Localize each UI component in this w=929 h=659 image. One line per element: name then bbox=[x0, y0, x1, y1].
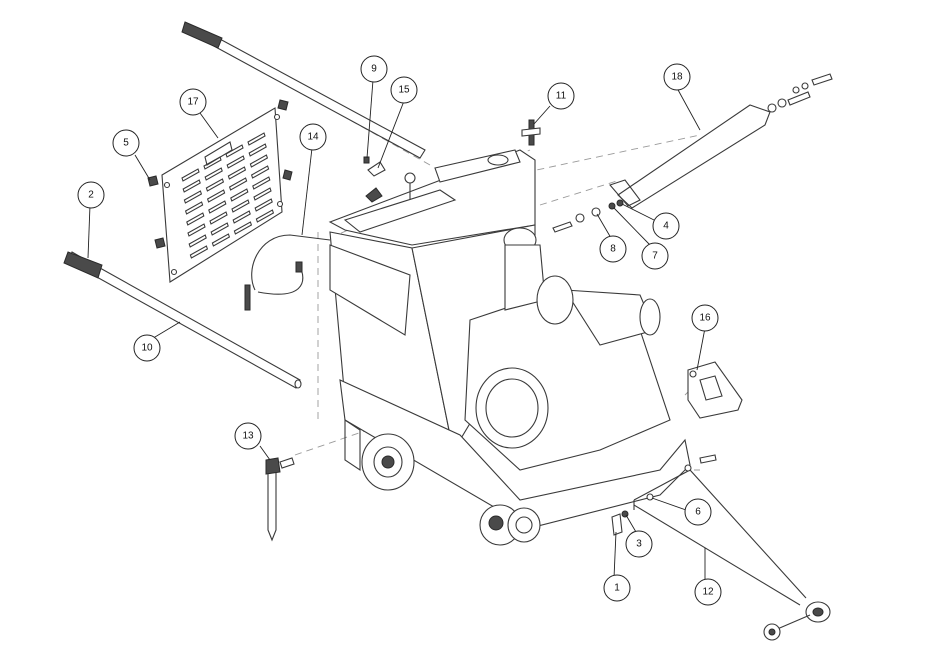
svg-text:1: 1 bbox=[614, 583, 620, 594]
callout-10: 10 bbox=[133, 334, 161, 362]
louver-slot bbox=[210, 222, 229, 236]
callout-leaders bbox=[87, 79, 706, 582]
louver-slot bbox=[232, 210, 251, 224]
callout-13: 13 bbox=[234, 422, 262, 450]
louver-slot bbox=[183, 190, 203, 204]
svg-text:7: 7 bbox=[652, 251, 658, 262]
svg-text:14: 14 bbox=[307, 132, 319, 143]
svg-text:3: 3 bbox=[636, 539, 642, 550]
base-hardware bbox=[611, 454, 717, 536]
depth-indicator-rod bbox=[265, 457, 295, 542]
callout-4: 4 bbox=[652, 212, 680, 240]
arm-fasteners bbox=[552, 73, 833, 233]
pointer-guide-arm bbox=[633, 469, 831, 641]
handle-bar-upper bbox=[181, 21, 426, 159]
svg-text:9: 9 bbox=[371, 64, 377, 75]
svg-text:8: 8 bbox=[610, 244, 616, 255]
callout-11: 11 bbox=[547, 82, 575, 110]
louver-slot bbox=[208, 200, 227, 214]
svg-text:5: 5 bbox=[123, 138, 129, 149]
louver-slot bbox=[252, 176, 271, 190]
callout-7: 7 bbox=[641, 242, 669, 270]
louver-slot bbox=[211, 233, 231, 247]
callout-6: 6 bbox=[684, 498, 712, 526]
louver-slot bbox=[188, 234, 207, 248]
handle-bar-lower bbox=[63, 251, 302, 389]
svg-text:17: 17 bbox=[187, 97, 199, 108]
callout-15: 15 bbox=[390, 76, 418, 104]
svg-text:4: 4 bbox=[663, 221, 669, 232]
svg-text:10: 10 bbox=[141, 343, 153, 354]
callout-1: 1 bbox=[603, 574, 631, 602]
louver-slot bbox=[206, 189, 226, 203]
svg-text:6: 6 bbox=[695, 507, 701, 518]
lift-bracket-arm bbox=[609, 104, 771, 209]
callout-17: 17 bbox=[179, 88, 207, 116]
louver-slot bbox=[187, 223, 206, 237]
callout-9: 9 bbox=[360, 55, 388, 83]
callout-2: 2 bbox=[77, 181, 105, 209]
louver-slot bbox=[184, 201, 204, 215]
louver-slot bbox=[182, 179, 201, 193]
svg-text:16: 16 bbox=[699, 313, 711, 324]
callout-18: 18 bbox=[663, 63, 691, 91]
louver-slot bbox=[253, 187, 272, 201]
louver-slot bbox=[225, 144, 244, 158]
callout-16: 16 bbox=[691, 304, 719, 332]
callout-14: 14 bbox=[299, 123, 327, 151]
top-fittings bbox=[363, 156, 386, 177]
cover-fasteners bbox=[147, 99, 293, 249]
louver-slot bbox=[255, 209, 275, 223]
callout-8: 8 bbox=[599, 235, 627, 263]
callout-3: 3 bbox=[625, 530, 653, 558]
svg-text:12: 12 bbox=[702, 587, 714, 598]
louvered-cover bbox=[161, 107, 284, 283]
louver-slot bbox=[233, 221, 253, 235]
louver-slot bbox=[254, 198, 273, 212]
louver-slot bbox=[230, 188, 249, 202]
louver-slot bbox=[227, 166, 247, 180]
louver-slot bbox=[209, 211, 228, 225]
callout-12: 12 bbox=[694, 578, 722, 606]
louver-slot bbox=[203, 156, 222, 170]
louver-slot bbox=[249, 154, 269, 168]
locking-pin-11 bbox=[521, 119, 541, 146]
svg-text:13: 13 bbox=[242, 431, 254, 442]
louver-slot bbox=[228, 177, 248, 191]
svg-text:15: 15 bbox=[398, 85, 410, 96]
louver-slot bbox=[248, 143, 267, 157]
louver-slot bbox=[231, 199, 250, 213]
louver-slot bbox=[226, 155, 245, 169]
svg-text:11: 11 bbox=[556, 91, 567, 102]
louver-slot bbox=[247, 132, 266, 146]
saw-machine-body bbox=[328, 149, 691, 546]
louver-slot bbox=[204, 167, 223, 181]
blade-guard-bracket bbox=[687, 361, 743, 419]
louver-slot bbox=[250, 165, 270, 179]
louver-slot bbox=[181, 168, 200, 182]
svg-text:18: 18 bbox=[671, 72, 683, 83]
callout-5: 5 bbox=[112, 129, 140, 157]
svg-text:2: 2 bbox=[88, 190, 94, 201]
louver-slot bbox=[186, 212, 205, 226]
throttle-cable bbox=[244, 234, 331, 311]
louver-slot bbox=[189, 245, 209, 259]
louver-slot bbox=[205, 178, 225, 192]
